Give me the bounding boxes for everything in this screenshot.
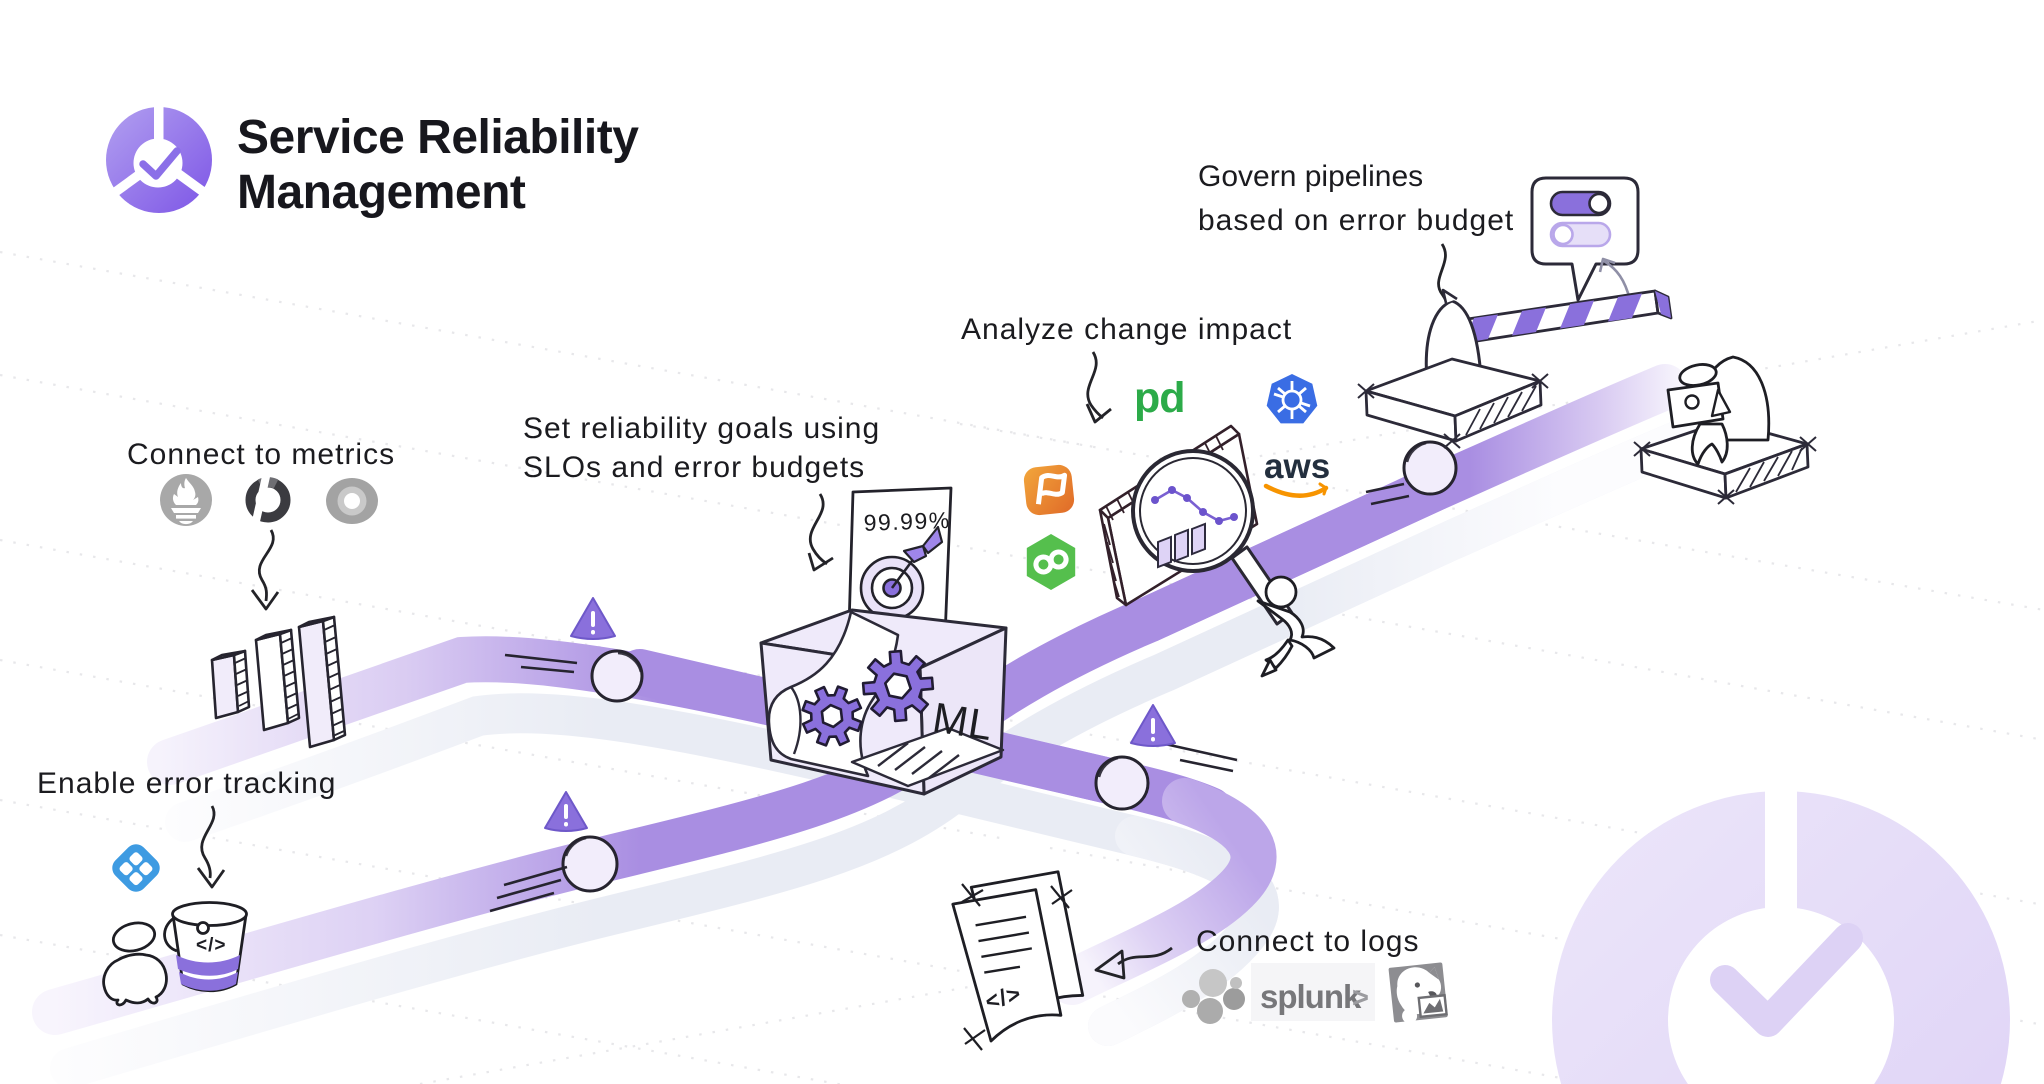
svg-text:Enable error tracking: Enable error tracking [37, 767, 336, 800]
svg-text:Connect to metrics: Connect to metrics [127, 438, 395, 471]
svg-text:</>: </> [196, 935, 226, 956]
svg-text:splunk: splunk [1260, 978, 1362, 1015]
svg-text:Management: Management [237, 166, 526, 219]
svg-text:pd: pd [1134, 374, 1185, 422]
svg-text:Set reliability goals using: Set reliability goals using [523, 412, 880, 445]
svg-text:ML: ML [930, 693, 997, 749]
svg-text:Govern pipelines: Govern pipelines [1198, 160, 1423, 193]
svg-text:SLOs and error budgets: SLOs and error budgets [523, 451, 865, 484]
svg-text:based on error budget: based on error budget [1198, 204, 1514, 237]
svg-text:Service Reliability: Service Reliability [237, 111, 639, 164]
svg-text:aws: aws [1264, 447, 1330, 486]
svg-text:>: > [1352, 982, 1369, 1014]
svg-text:Analyze change impact: Analyze change impact [961, 313, 1292, 346]
svg-text:99.99%: 99.99% [863, 507, 951, 536]
svg-text:Connect to logs: Connect to logs [1196, 925, 1419, 958]
